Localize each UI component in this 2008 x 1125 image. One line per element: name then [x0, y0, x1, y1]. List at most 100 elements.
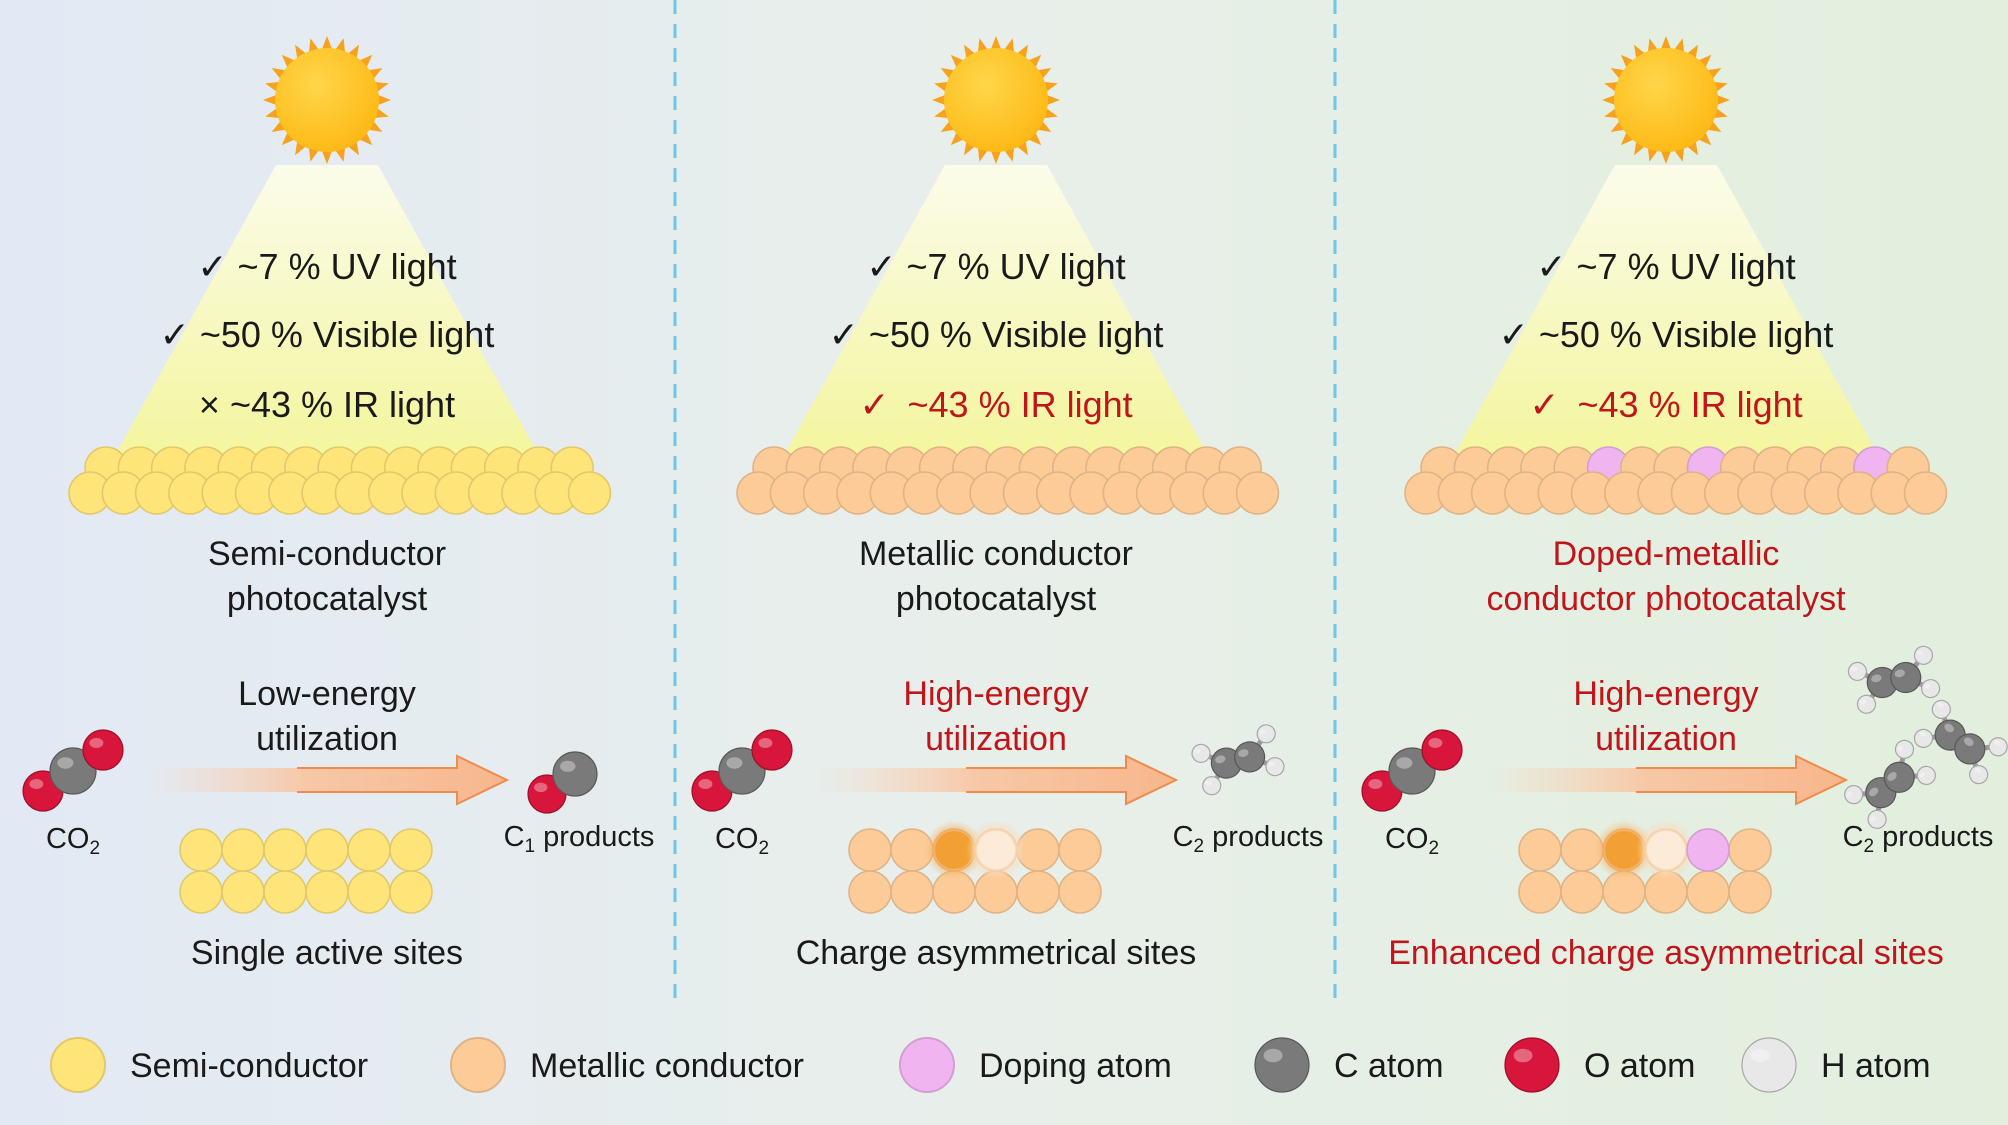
legend-label: C atom [1334, 1047, 1444, 1085]
catalyst-label-line1: Semi-conductor [208, 535, 446, 573]
product-text: products [1204, 821, 1323, 853]
panel-2: ✓~7 % UV light✓~50 % Visible light✓~43 %… [691, 165, 1323, 972]
spectrum-text: ~43 % IR light [1578, 384, 1803, 425]
surface-atom [567, 471, 612, 515]
check-icon: ✓ [1529, 384, 1559, 425]
check-icon: ✓ [1499, 314, 1529, 355]
reactant-formula: CO [1385, 823, 1429, 855]
check-icon: ✓ [859, 384, 889, 425]
site-atom [305, 828, 349, 872]
utilization-label-line1: Low-energy [238, 675, 416, 713]
site-atom [1686, 870, 1730, 914]
reaction-arrow-icon [1486, 754, 1849, 806]
h-atom [1202, 776, 1222, 796]
h-atom [1969, 765, 1989, 785]
reaction-arrow-icon [816, 754, 1179, 806]
h-atom [1913, 728, 1934, 748]
co2-molecule-icon [1361, 729, 1463, 812]
spectrum-text: ~43 % IR light [908, 384, 1133, 425]
c-atom [1210, 747, 1243, 779]
product-formula: C [1843, 821, 1864, 853]
c-atom [49, 747, 97, 795]
site-atom [1728, 870, 1772, 914]
legend-item-1: Semi-conductor [50, 1037, 368, 1093]
spectrum-line-3: ✓ ~43 % IR light [859, 384, 1132, 425]
sun-icon [263, 36, 391, 164]
h-atom [1916, 765, 1936, 786]
h-atom [1844, 784, 1864, 805]
c-atom [718, 747, 766, 795]
c-atom [1883, 761, 1915, 793]
legend-label: Semi-conductor [130, 1047, 368, 1085]
c-atom [1388, 747, 1436, 795]
site-atom [179, 870, 223, 914]
co-molecule-icon [527, 751, 598, 814]
reactant-label: CO2 [715, 823, 769, 859]
h-atom [1894, 739, 1915, 759]
site-atom [1518, 828, 1562, 872]
ethylene-molecule-icon [1847, 645, 1941, 714]
utilization-label-line2: utilization [1595, 720, 1737, 758]
h-atom [1913, 645, 1934, 665]
site-atom [848, 828, 892, 872]
catalyst-surface [68, 446, 612, 515]
site-atom [1016, 870, 1060, 914]
o-atom [82, 729, 124, 771]
legend-item-3: Doping atom [899, 1037, 1172, 1093]
site-atom [1058, 828, 1102, 872]
reactant-subscript: 2 [89, 838, 100, 859]
spectrum-line-2: ✓~50 % Visible light [1499, 314, 1834, 355]
sun-disc [944, 48, 1048, 152]
check-icon: ✓ [866, 246, 896, 287]
product-subscript: 2 [1194, 836, 1205, 857]
legend-label: H atom [1821, 1047, 1931, 1085]
surface-atom [1235, 471, 1280, 515]
doping-atom [1686, 828, 1730, 872]
catalyst-surface [1404, 446, 1948, 515]
legend-swatch-icon [1504, 1037, 1560, 1093]
product-label: C2 products [1843, 821, 1994, 857]
spectrum-line-1: ✓~7 % UV light [197, 246, 456, 287]
legend-swatch-icon [450, 1037, 506, 1093]
legend-swatch-icon [50, 1037, 106, 1093]
site-atom [347, 870, 391, 914]
h-atom [1847, 661, 1868, 682]
c-atom [552, 751, 598, 797]
catalyst-label-line1: Doped-metallic [1553, 535, 1780, 573]
panel-3: ✓~7 % UV light✓~50 % Visible light✓~43 %… [1361, 165, 2008, 972]
light-beam [776, 165, 1216, 470]
reactant-label: CO2 [46, 823, 100, 859]
site-atom [263, 828, 307, 872]
spectrum-text: ~43 % IR light [230, 384, 455, 425]
check-icon: ✓ [1536, 246, 1566, 287]
ethylene-molecule-icon [1191, 724, 1285, 796]
check-icon: ✓ [829, 314, 859, 355]
h-atom [1265, 757, 1285, 777]
spectrum-line-3: ×~43 % IR light [199, 384, 455, 425]
h-atom [1191, 743, 1211, 763]
sites-label: Charge asymmetrical sites [796, 934, 1197, 972]
sites-label: Enhanced charge asymmetrical sites [1388, 934, 1944, 972]
spectrum-line-3: ✓ ~43 % IR light [1529, 384, 1802, 425]
cross-icon: × [199, 384, 220, 425]
reactant-formula: CO [46, 823, 90, 855]
product-text: products [1874, 821, 1993, 853]
h-atom [1856, 694, 1877, 714]
panel-1: ✓~7 % UV light✓~50 % Visible light×~43 %… [22, 165, 654, 972]
reactant-formula: CO [715, 823, 759, 855]
co2-molecule-icon [691, 729, 793, 812]
active-sites [848, 820, 1102, 914]
site-atom [263, 870, 307, 914]
site-atom [347, 828, 391, 872]
product-subscript: 2 [1864, 836, 1875, 857]
legend-swatch-icon [899, 1037, 955, 1093]
sites-label: Single active sites [191, 934, 463, 972]
h-atom [1988, 737, 2008, 757]
site-atom [1728, 828, 1772, 872]
site-atom [1560, 870, 1604, 914]
reactant-subscript: 2 [758, 838, 769, 859]
c-atom [1233, 741, 1266, 773]
catalyst-surface [736, 446, 1280, 515]
site-atom [221, 828, 265, 872]
